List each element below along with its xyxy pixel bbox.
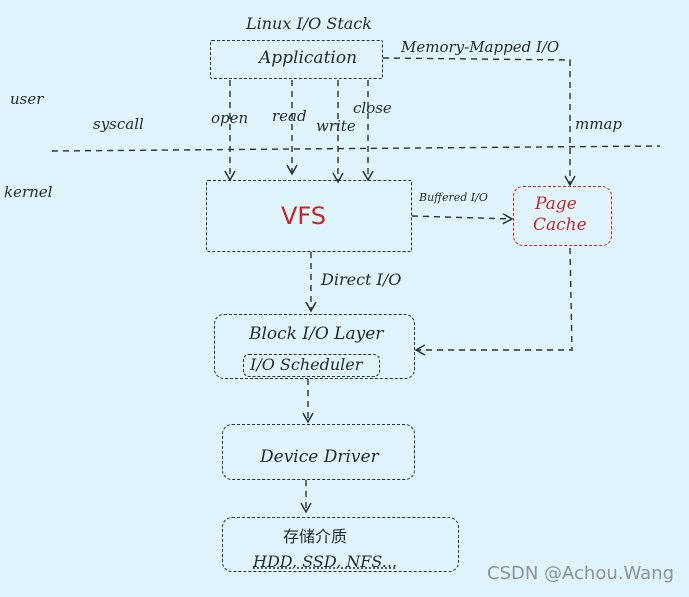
device-driver-box <box>222 424 415 480</box>
application-box <box>210 40 383 79</box>
direct-io-label: Direct I/O <box>321 270 402 289</box>
buffered-io-arrow <box>411 213 514 225</box>
block-io-layer-label: Block I/O Layer <box>249 324 384 344</box>
storage-media-title: 存储介质 <box>283 527 348 546</box>
memory-mapped-io-label: Memory-Mapped I/O <box>401 38 560 56</box>
syscall-read: read <box>272 107 307 125</box>
diagram-title: Linux I/O Stack <box>246 14 372 33</box>
mmap-arrow <box>382 57 576 187</box>
storage-media-box <box>222 517 459 572</box>
block-io-layer-box <box>214 314 415 379</box>
syscall-open: open <box>211 109 249 127</box>
storage-media-examples: HDD, SSD, NFS... <box>253 552 398 571</box>
cache-writeback-arrow <box>414 247 573 356</box>
device-driver-label: Device Driver <box>260 447 379 467</box>
mmap-label: mmap <box>575 115 622 133</box>
page-cache-label-line2: Cache <box>533 215 587 235</box>
io-scheduler-label: I/O Scheduler <box>250 355 363 374</box>
buffered-io-label: Buffered I/O <box>419 191 488 204</box>
application-label: Application <box>259 48 358 68</box>
vfs-label: VFS <box>281 202 327 230</box>
syscall-close: close <box>353 99 392 117</box>
kernel-space-label: kernel <box>4 183 53 201</box>
vfs-box <box>206 180 412 252</box>
page-cache-label-line1: Page <box>535 194 577 214</box>
user-kernel-boundary <box>51 145 661 152</box>
page-cache-box <box>513 186 612 246</box>
watermark: CSDN @Achou.Wang <box>487 563 674 584</box>
user-space-label: user <box>10 90 44 108</box>
io-scheduler-box <box>243 354 380 377</box>
syscall-write: write <box>316 117 356 135</box>
syscall-label: syscall <box>93 115 144 133</box>
